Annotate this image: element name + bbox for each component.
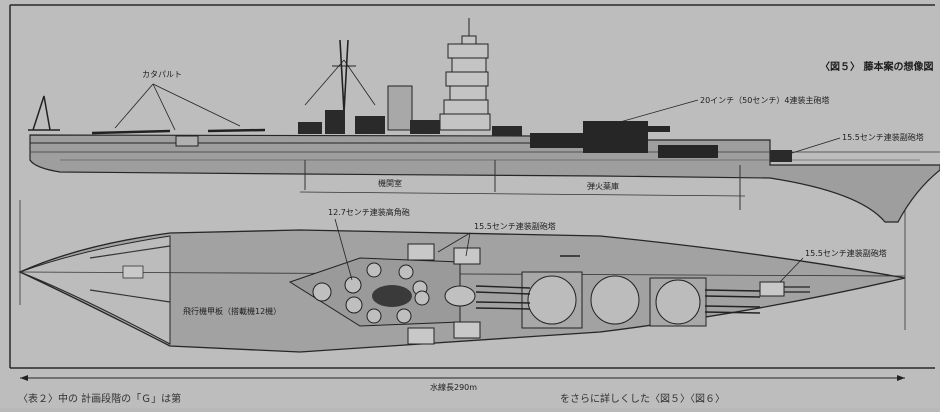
plan-view: 飛行機甲板（搭載機12機） 12.7センチ連装高角砲 15.5センチ連装副砲塔 — [18, 200, 906, 353]
secondary-turret-aft — [759, 281, 785, 297]
gun-barrels-plan — [475, 255, 761, 314]
catapult-starboard — [207, 128, 266, 133]
length-dimension: 水線長290m — [20, 375, 905, 392]
aa-gun-label: 12.7センチ連装高角砲 — [328, 207, 410, 217]
page-text-left: 〈表２〉中の 計画段階の「Ｇ」は第 — [18, 392, 181, 405]
funnel — [387, 85, 413, 131]
plan-centerline — [19, 271, 906, 277]
funnel-top — [372, 285, 412, 307]
engine-room-label: 機関室 — [378, 178, 402, 188]
magazine-label: 弾火薬庫 — [587, 181, 619, 191]
secondary-turret-label-aft: 15.5センチ連装副砲塔 — [805, 248, 887, 258]
side-view: カタパルト — [28, 18, 940, 223]
secondary-turret-label-mid: 15.5センチ連装副砲塔 — [474, 221, 556, 231]
figure-caption: 〈図５〉 藤本案の想像図 — [820, 60, 933, 73]
catapult-label: カタパルト — [142, 70, 182, 79]
aa-gun-mounts — [312, 262, 430, 324]
main-turrets-side — [530, 121, 718, 158]
secondary-turrets-mid — [407, 243, 481, 345]
catapult-port — [91, 129, 171, 135]
main-turret-label: 20インチ（50センチ）4連装主砲塔 — [700, 95, 829, 105]
secondary-turret-label-side: 15.5センチ連装副砲塔 — [842, 132, 924, 142]
waterline-length-label: 水線長290m — [430, 382, 477, 392]
figure-border — [9, 4, 935, 369]
flight-deck-label: 飛行機甲板（搭載機12機） — [183, 306, 281, 316]
main-turrets-plan — [521, 271, 707, 329]
deck-structures — [298, 110, 522, 136]
secondary-turret-side — [770, 150, 792, 162]
page-text-right: をさらに詳しくした〈図５〉〈図６〉 — [560, 392, 725, 405]
bridge-tower — [439, 18, 491, 131]
